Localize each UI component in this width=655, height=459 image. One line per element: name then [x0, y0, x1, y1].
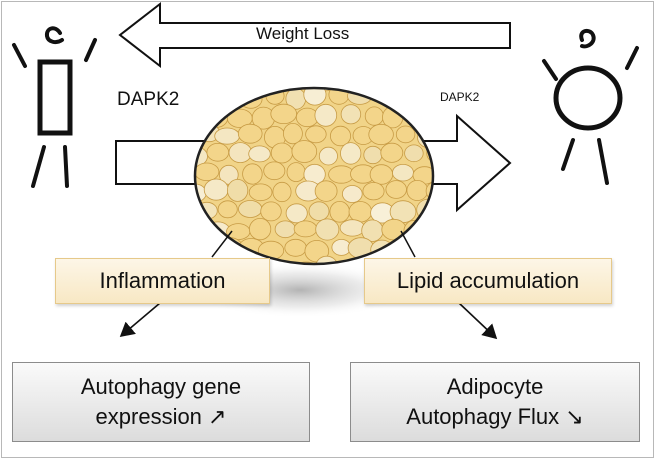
lipid-accumulation-box: Lipid accumulation — [364, 258, 612, 304]
dapk2-label-right: DAPK2 — [440, 90, 480, 104]
weight-loss-arrow — [118, 1, 511, 69]
autophagy-gene-line2: expression ↗ — [95, 404, 227, 429]
inflammation-label: Inflammation — [99, 268, 226, 293]
tissue-to-inflammation-line — [211, 230, 233, 258]
autophagy-gene-line1: Autophagy gene — [80, 374, 242, 399]
adipocyte-line2: Autophagy Flux ↘ — [406, 404, 584, 429]
inflammation-box: Inflammation — [55, 258, 270, 304]
lipid-accumulation-label: Lipid accumulation — [396, 268, 580, 293]
adipose-tissue-image — [193, 86, 435, 266]
adipocyte-autophagy-flux-box: Adipocyte Autophagy Flux ↘ — [350, 362, 640, 442]
tissue-to-lipid-line — [400, 230, 416, 258]
lipid-to-adipocyte-arrow — [458, 302, 498, 340]
weight-loss-label: Weight Loss — [256, 24, 350, 43]
autophagy-gene-expression-box: Autophagy gene expression ↗ — [12, 362, 310, 442]
obese-person-icon — [542, 28, 639, 185]
dapk2-label-left: DAPK2 — [117, 89, 180, 110]
adipocyte-line1: Adipocyte — [446, 374, 544, 399]
lean-person-icon — [12, 26, 97, 188]
inflammation-to-autophagy-arrow — [119, 302, 161, 338]
